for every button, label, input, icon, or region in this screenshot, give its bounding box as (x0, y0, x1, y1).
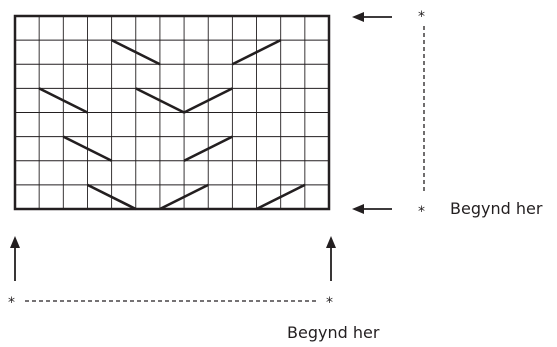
stitch-symbol-slash-down (111, 38, 161, 66)
stitch-symbol-slash-down (38, 87, 89, 114)
stitch-repeat-left-arrow-icon (10, 236, 20, 281)
stitch-symbol-slash-up (183, 87, 233, 114)
chart-border (13, 14, 331, 211)
stitch-symbol-slash-down (135, 87, 185, 114)
chart-grid (15, 16, 329, 209)
repeat-marker-top-right: * (418, 9, 425, 25)
repeat-marker-bottom-center: * (326, 295, 333, 311)
repeat-marker-bottom-left: * (8, 295, 15, 311)
stitch-symbol-slash-up (183, 135, 233, 162)
row-start-arrow-icon (352, 204, 392, 214)
start-row-label: Begynd her (450, 199, 543, 218)
stitch-symbol-slash-down (86, 183, 137, 211)
row-repeat-top-arrow-icon (352, 12, 392, 22)
stitch-symbol-slash-up (255, 183, 306, 211)
repeat-marker-bottom-right: * (418, 204, 425, 220)
stitch-symbol-slash-up (231, 38, 282, 66)
stitch-symbols (38, 38, 306, 211)
stitch-symbol-slash-up (159, 183, 209, 211)
stitch-symbol-slash-down (62, 135, 113, 162)
start-stitch-label: Begynd her (287, 323, 380, 342)
stitch-start-arrow-icon (326, 236, 336, 281)
